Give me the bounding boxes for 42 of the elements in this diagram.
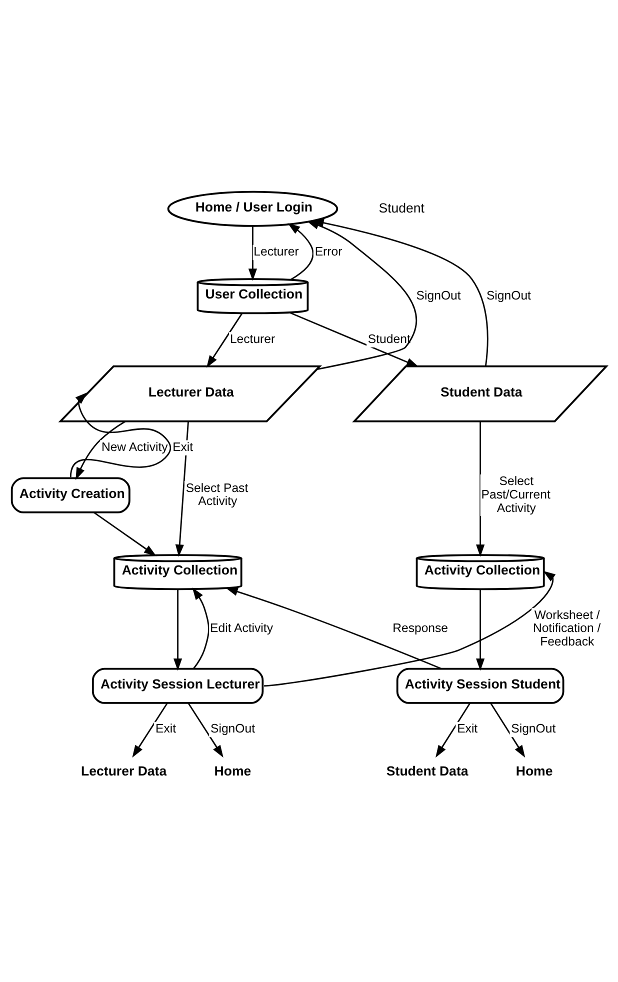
arrow — [188, 702, 224, 758]
arrow — [490, 702, 526, 758]
edge-label: New Activity — [101, 440, 168, 454]
node-text: Lecturer Data — [81, 764, 167, 779]
edge-label: Edit Activity — [210, 621, 273, 636]
arrow — [173, 589, 182, 671]
edge-label: Worksheet / Notification / Feedback — [532, 608, 601, 648]
arrow — [132, 702, 168, 758]
edge-label: Student — [368, 332, 410, 346]
node-text: Home — [214, 764, 252, 779]
arrow — [76, 420, 126, 480]
edge-label: SignOut — [416, 288, 461, 302]
edge-label: Exit — [156, 722, 176, 736]
arrow — [476, 422, 485, 557]
edge-label: SignOut — [511, 722, 556, 736]
arrow — [288, 223, 314, 280]
edge-label: SignOut — [486, 288, 531, 302]
arrow — [436, 702, 470, 758]
arrow — [476, 589, 485, 671]
node-box: Activity Creation — [10, 477, 130, 514]
edge-label: Select Past Activity — [186, 480, 248, 508]
arrow — [248, 226, 258, 281]
node-box: Activity Session Student — [396, 668, 564, 704]
arrow — [93, 512, 156, 556]
edge-label: Error — [314, 244, 342, 259]
edge-label: Exit — [172, 440, 194, 454]
arrow — [225, 587, 442, 670]
node-box: Activity Session Lecturer — [92, 668, 264, 704]
edge-label: Lecturer — [254, 244, 299, 259]
edge-label: Exit — [457, 722, 478, 736]
edge-label: Lecturer — [230, 332, 276, 346]
arrow — [175, 421, 189, 557]
label: Student — [378, 200, 424, 216]
arrow — [290, 312, 419, 367]
edge-label: Select Past/Current Activity — [481, 474, 550, 515]
arrow — [192, 587, 210, 670]
arrow — [264, 570, 556, 687]
edge-label: Response — [392, 621, 448, 636]
arrow — [206, 312, 243, 368]
node-text: Student Data — [386, 764, 468, 779]
node-text: Home — [516, 764, 553, 779]
edge-label: SignOut — [210, 722, 256, 736]
